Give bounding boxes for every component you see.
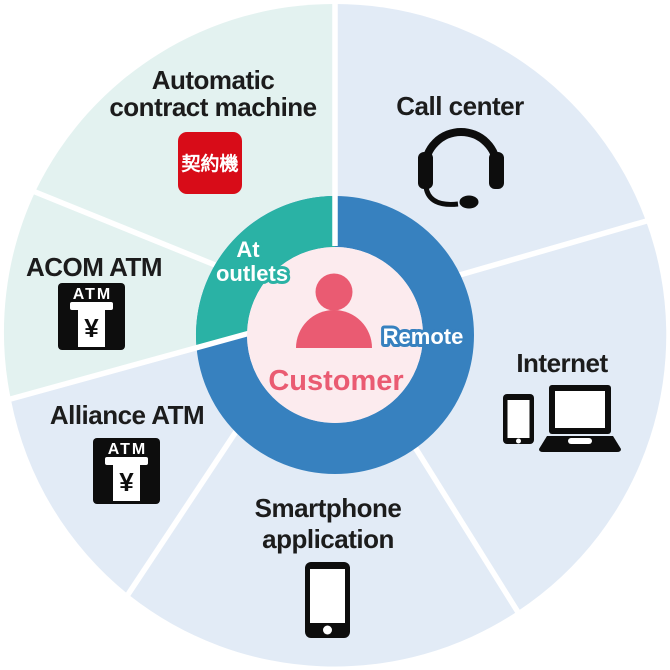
remote-label: Remote (383, 324, 464, 349)
person-icon (296, 273, 372, 348)
headset-mic-tip (459, 195, 479, 209)
headset-right-cup (489, 152, 504, 189)
tablet-screen (507, 400, 530, 438)
atm-icon-receipt (113, 463, 140, 501)
divider-callcenter-internet (424, 217, 651, 288)
acom-atm-icon: ATM ¥ (58, 283, 125, 350)
tablet-home-dot (516, 438, 521, 444)
channel-call-center: Call center (396, 91, 525, 209)
at-outlets-label: At outlets (213, 234, 291, 289)
channel-automatic-contract-machine: Automatic contract machine 契約機 (109, 65, 317, 194)
person-head (315, 273, 353, 311)
tablet-icon (503, 394, 534, 444)
channel-internet: Internet (503, 348, 621, 452)
ring-at-outlets-segment (195, 196, 335, 347)
smartphone-home-dot (323, 625, 332, 635)
outer-sectors (3, 3, 667, 667)
atm-icon-header: ATM (108, 441, 147, 458)
laptop-base-slot (568, 438, 592, 444)
automatic-contract-machine-label-line2: contract machine (109, 92, 316, 122)
sector-smartphone-application (129, 412, 518, 667)
atm-icon-header: ATM (73, 286, 112, 303)
call-center-label: Call center (396, 91, 524, 121)
divider-alliance-acom (6, 330, 251, 403)
headset-mic-boom (423, 186, 459, 207)
person-body (296, 310, 372, 348)
smartphone-icon (305, 562, 350, 638)
channel-smartphone-application: Smartphone application (255, 493, 402, 638)
atm-icon-currency: ¥ (119, 467, 134, 497)
divider-smartphone-alliance (120, 413, 250, 604)
contract-machine-icon-bg (178, 132, 242, 194)
smartphone-application-label-line2: application (262, 524, 394, 554)
smartphone-application-label-line1: Smartphone (255, 493, 402, 523)
contract-machine-icon-text: 契約機 (180, 152, 238, 175)
automatic-contract-machine-label-line1: Automatic (152, 65, 275, 95)
alliance-atm-icon: ATM ¥ (93, 438, 160, 504)
acom-atm-label: ACOM ATM (26, 252, 162, 282)
contract-machine-icon: 契約機 (178, 132, 242, 194)
ring-dividers (6, 4, 338, 403)
headset-left-cup (418, 152, 433, 189)
at-outlets-line2: outlets (216, 261, 288, 286)
customer-label: Customer (268, 365, 403, 397)
divider-acom-automatic (11, 180, 227, 272)
laptop-screen (555, 391, 605, 428)
internet-label: Internet (516, 348, 608, 378)
channel-alliance-atm: Alliance ATM ATM ¥ (50, 400, 205, 504)
atm-icon-currency: ¥ (84, 313, 99, 343)
atm-icon-receipt (78, 308, 105, 347)
alliance-atm-label: Alliance ATM (50, 400, 204, 430)
laptop-icon (539, 385, 621, 452)
channel-acom-atm: ACOM ATM ATM ¥ (26, 252, 163, 350)
smartphone-screen (310, 569, 345, 623)
headset-icon (418, 128, 504, 209)
at-outlets-line1: At (236, 237, 260, 262)
